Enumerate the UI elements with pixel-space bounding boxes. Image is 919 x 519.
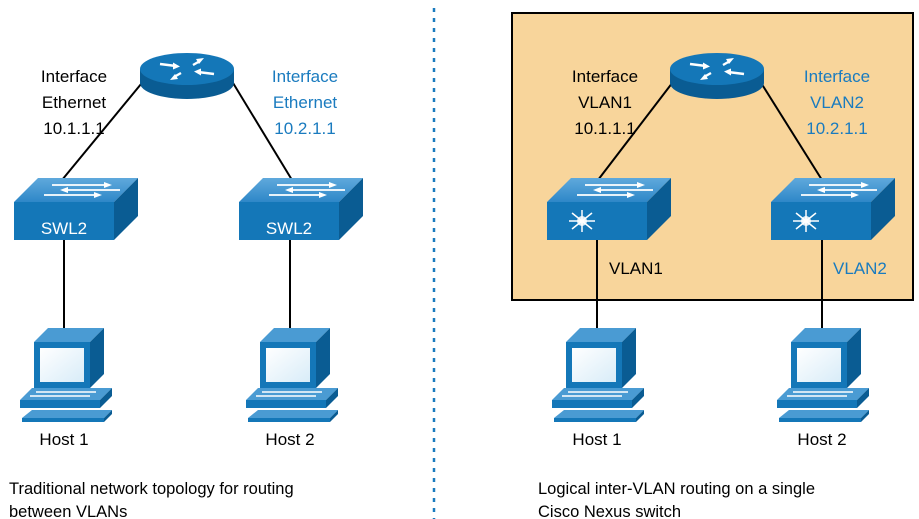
link-router-switch1 [597, 77, 677, 181]
link-router-switch2 [229, 77, 293, 181]
interface-ip: 10.1.1.1 [43, 119, 104, 138]
host-label: Host 2 [797, 430, 846, 449]
router-icon [138, 51, 236, 101]
workstation-icon [19, 327, 113, 423]
interface-ip: 10.2.1.1 [806, 119, 867, 138]
caption-line: Logical inter-VLAN routing on a single [538, 480, 815, 498]
host-label: Host 2 [265, 430, 314, 449]
interface-ip: 10.2.1.1 [274, 119, 335, 138]
interface-label: Interface [572, 67, 638, 86]
links [61, 77, 293, 330]
workstation-icon [245, 327, 339, 423]
interface-label: Ethernet [42, 93, 107, 112]
multilayer-switch-icon [546, 177, 672, 241]
interface-label: VLAN2 [810, 93, 864, 112]
caption-line: Cisco Nexus switch [538, 503, 681, 519]
interface-ip: 10.1.1.1 [574, 119, 635, 138]
link-router-switch1 [61, 77, 147, 181]
caption-line: Traditional network topology for routing [9, 480, 294, 498]
vlan-label: VLAN1 [609, 259, 663, 278]
switch-label: SWL2 [266, 219, 312, 238]
links [596, 77, 823, 330]
link-router-switch2 [757, 77, 823, 181]
workstation-icon [551, 327, 645, 423]
interface-label: Ethernet [273, 93, 338, 112]
workstation-icon [776, 327, 870, 423]
interface-label: Interface [41, 67, 107, 86]
inter-vlan-topology: Interface VLAN1 10.1.1.1 Interface VLAN2… [511, 12, 914, 519]
interface-label: Interface [272, 67, 338, 86]
host-label: Host 1 [39, 430, 88, 449]
traditional-topology: SWL2 SWL2 Interface Ethernet 10.1.1.1 In… [9, 51, 364, 519]
vlan-label: VLAN2 [833, 259, 887, 278]
caption-line: between VLANs [9, 503, 127, 519]
interface-label: Interface [804, 67, 870, 86]
interface-label: VLAN1 [578, 93, 632, 112]
router-icon [668, 51, 766, 101]
host-label: Host 1 [572, 430, 621, 449]
switch-label: SWL2 [41, 219, 87, 238]
multilayer-switch-icon [770, 177, 896, 241]
